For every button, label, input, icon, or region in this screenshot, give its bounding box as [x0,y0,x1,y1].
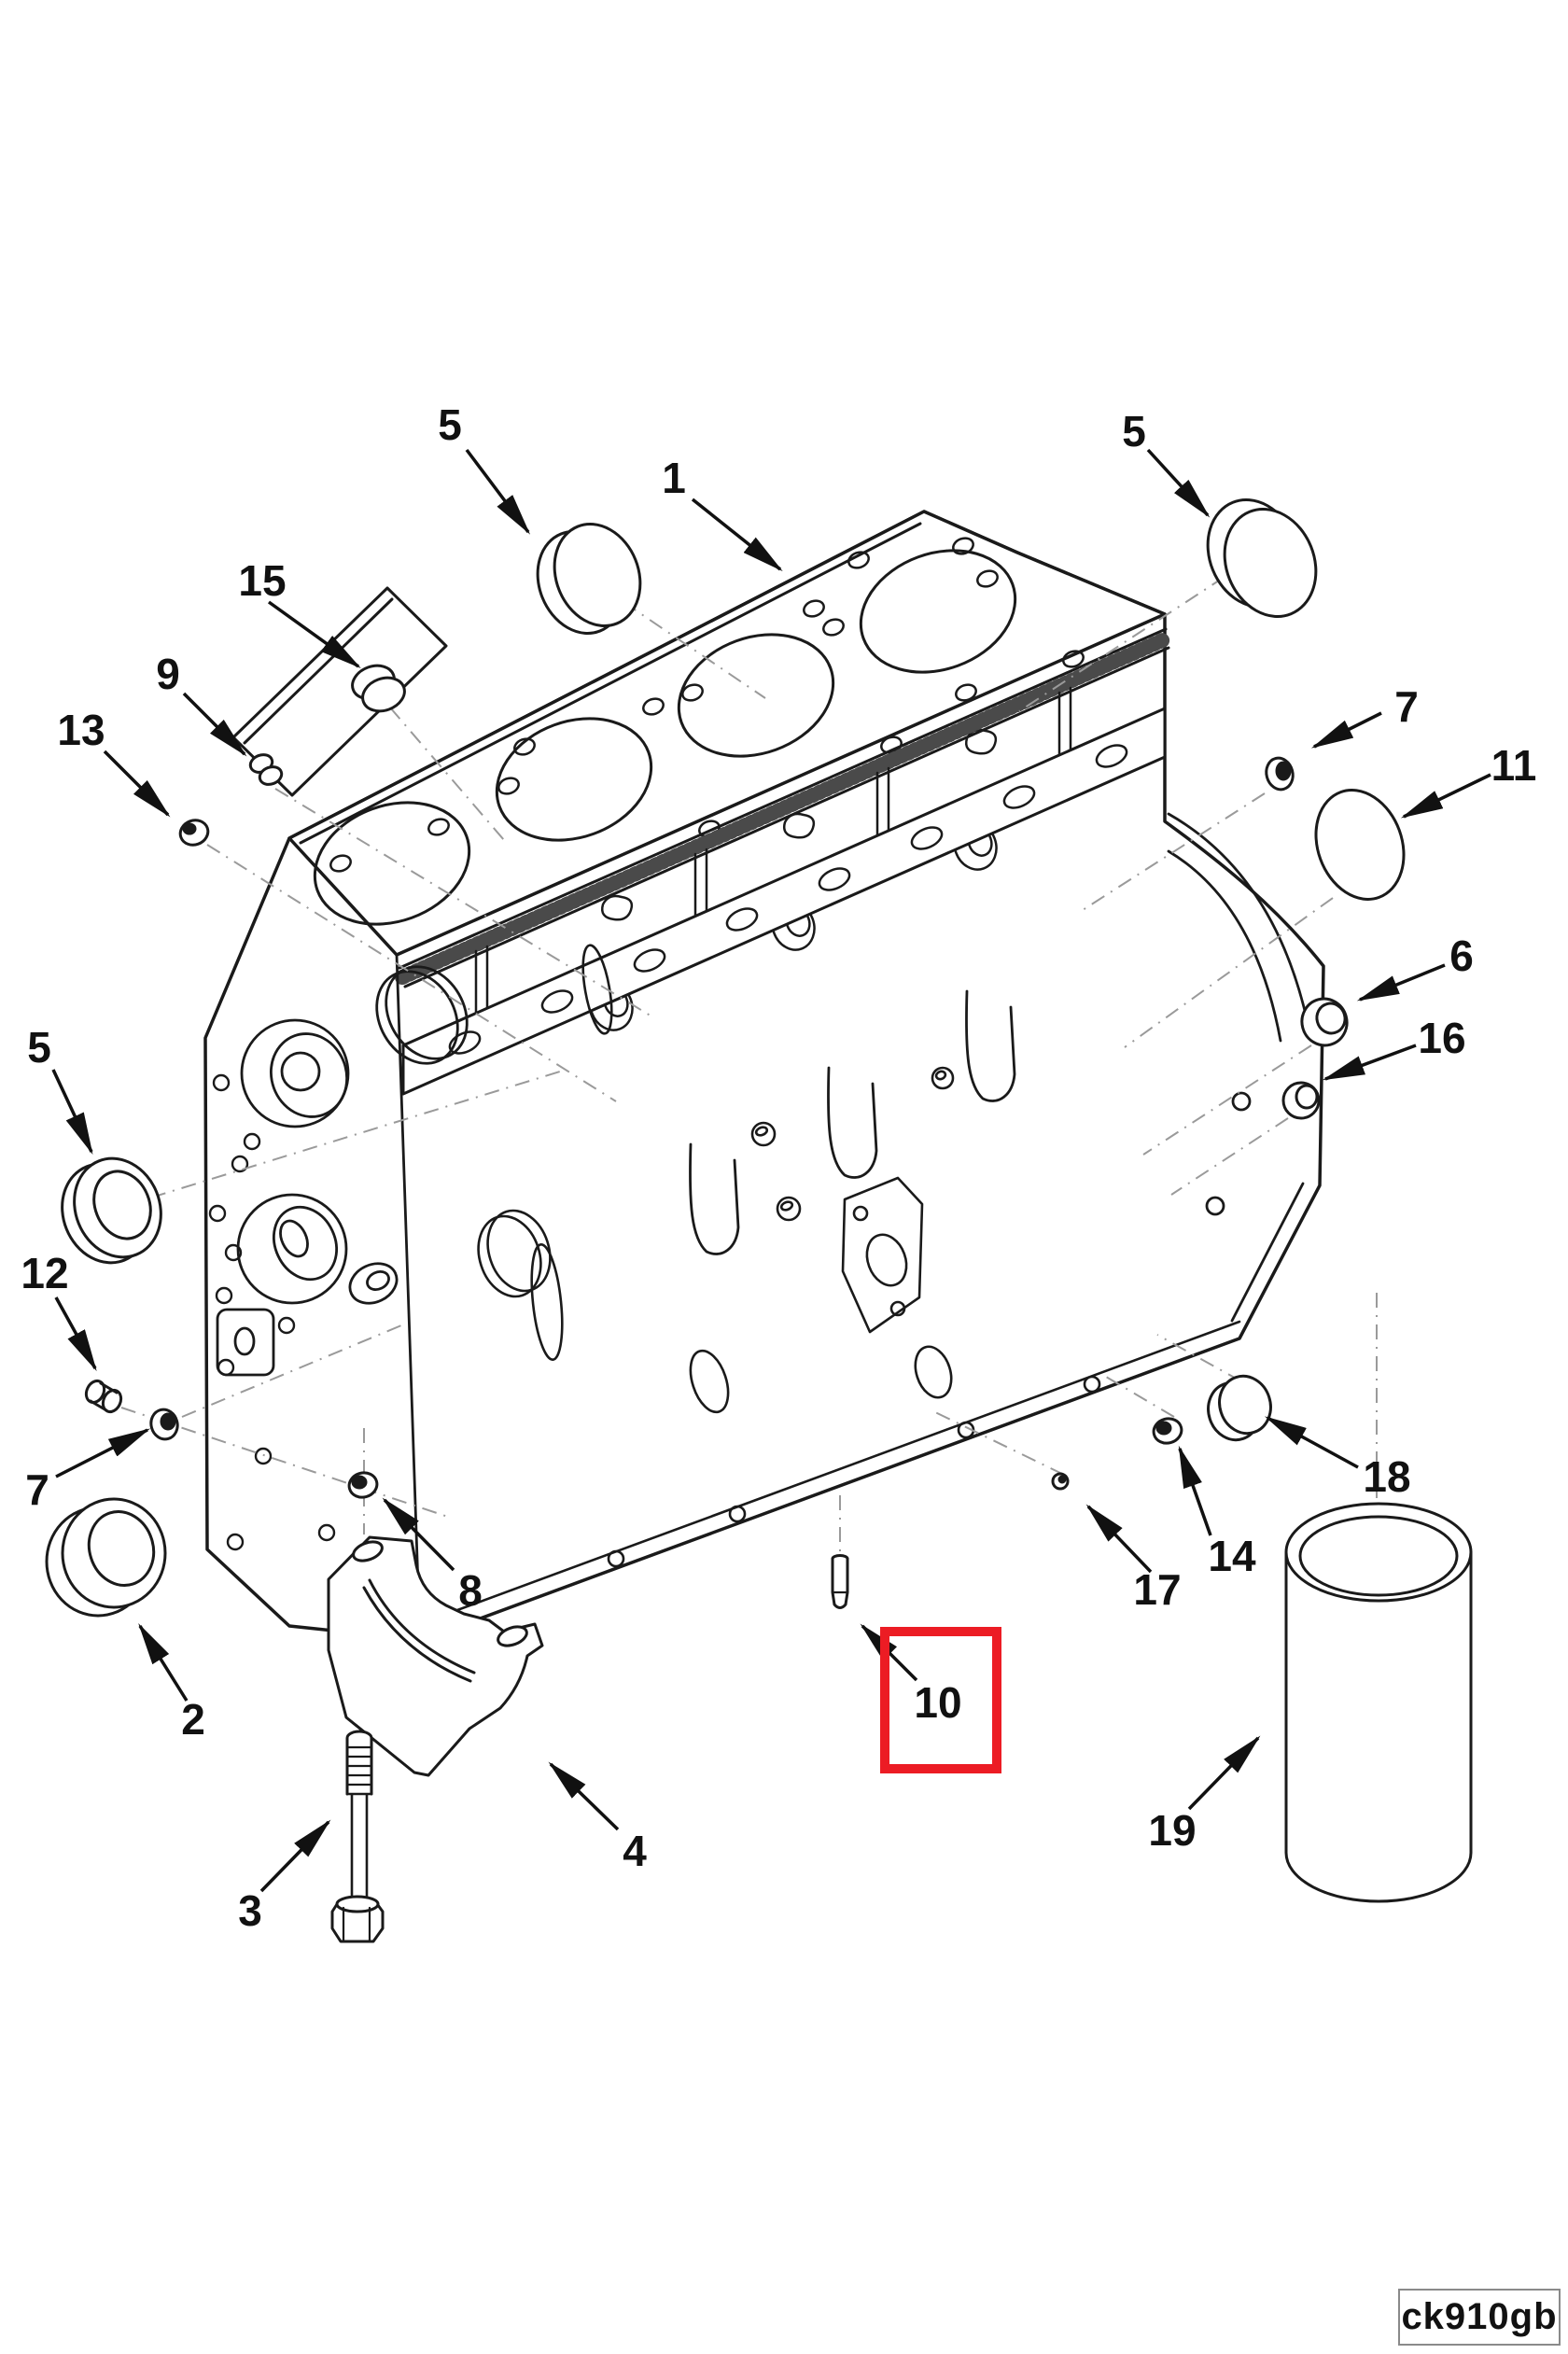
callout-10: 10 [860,1623,962,1727]
callout-arrow [1178,1445,1212,1536]
callout-label: 10 [914,1678,961,1727]
rear-flange [1167,812,1313,1323]
callout-arrow [54,1296,97,1372]
callout-label: 1 [662,454,686,502]
callout-arrow [1187,1735,1261,1811]
part-12-pin [84,1379,123,1414]
part-18-cup-plug [1207,1374,1272,1442]
callout-arrow [55,1428,151,1478]
callout-18: 18 [1264,1416,1411,1501]
callout-arrow [1400,773,1491,819]
callout-arrow [267,600,361,669]
callout-arrow [51,1069,93,1156]
callout-1: 1 [662,454,783,572]
callout-arrow [259,1819,331,1893]
part-11-plug-ring [1314,789,1406,901]
callout-19: 19 [1148,1735,1261,1855]
engine-block-drawing [203,510,1325,1642]
callout-6: 6 [1356,932,1474,1002]
callout-5: 5 [438,400,531,535]
callout-15: 15 [238,556,361,669]
part-14-plug [1152,1417,1183,1445]
callout-7: 7 [1310,682,1419,749]
callout-9: 9 [156,650,247,757]
part-17-dowel [1051,1472,1070,1491]
callout-arrow [182,692,247,757]
callout-7: 7 [25,1428,151,1514]
part-16-bushing [1281,1081,1321,1120]
callout-13: 13 [57,706,171,818]
part-7-bushing-left [149,1408,179,1441]
callout-label: 12 [21,1249,68,1297]
callout-arrow [1085,1504,1153,1574]
side-rail [401,707,1167,1096]
callout-arrow [1356,963,1446,1002]
part-5-cup-plug-top-right [1206,498,1318,618]
part-13-plug [178,819,210,847]
wall-legs [689,989,1016,1255]
callout-8: 8 [382,1497,483,1615]
callout-label: 8 [458,1566,483,1615]
callout-label: 11 [1491,741,1537,790]
callout-3: 3 [238,1819,331,1935]
callout-label: 5 [438,400,462,449]
callout-label: 7 [1394,682,1419,731]
highlight-box [880,1627,1001,1773]
callout-arrow [548,1761,620,1831]
callout-label: 19 [1148,1806,1196,1855]
callout-label: 18 [1363,1452,1410,1501]
callout-2: 2 [138,1623,205,1744]
callout-arrow [138,1623,189,1702]
head-gasket-deck [287,510,1167,957]
side-wall-details [477,944,955,1414]
part-15-cup-plug [351,664,406,713]
part-5-ring-left [61,1156,162,1265]
callout-label: 16 [1418,1014,1465,1062]
callout-12: 12 [21,1249,97,1372]
part-4-main-bearing-cap [327,1535,544,1777]
part-9-plug [248,753,284,786]
callout-arrow [1146,448,1211,518]
callout-17: 17 [1085,1504,1182,1614]
callout-label: 7 [25,1465,49,1514]
callout-label: 15 [238,556,286,605]
callout-label: 14 [1208,1532,1256,1580]
callout-5: 5 [27,1023,93,1156]
part-19-cylinder-liner [1284,1502,1473,1903]
callout-label: 17 [1133,1565,1181,1614]
part-6-bushing [1300,997,1349,1047]
callout-arrow [103,750,171,818]
callout-arrow [1264,1416,1359,1469]
callout-arrow [382,1497,455,1572]
part-5-cup-plug-top-left [536,523,642,635]
callout-label: 6 [1449,932,1474,980]
callout-label: 9 [156,650,180,698]
callout-11: 11 [1400,741,1537,819]
callout-14: 14 [1178,1445,1256,1580]
part-10-dowel-pin [831,1554,849,1609]
callout-4: 4 [548,1761,647,1875]
deck-edge-band [395,627,1174,988]
callout-label: 5 [1122,407,1146,455]
callout-label: 2 [181,1695,205,1744]
callout-16: 16 [1322,1014,1466,1081]
callout-5: 5 [1122,407,1211,518]
callout-arrow [465,448,531,535]
diagram-code-label: ck910gb [1398,2289,1561,2346]
callout-label: 4 [623,1827,647,1875]
pan-flange [420,1320,1241,1625]
side-wall-recess [474,686,1072,1031]
callout-arrow [1322,1044,1417,1081]
callout-label: 13 [57,706,105,754]
callout-label: 3 [238,1886,262,1935]
callout-arrow [1310,711,1382,749]
part-7-bushing-right [1265,756,1295,792]
part-2-camshaft-bushing [45,1497,167,1618]
callout-label: 5 [27,1023,51,1072]
part-8-plug [347,1471,379,1499]
callout-arrow [691,497,783,572]
part-3-bearing-cap-bolt [330,1730,385,1943]
